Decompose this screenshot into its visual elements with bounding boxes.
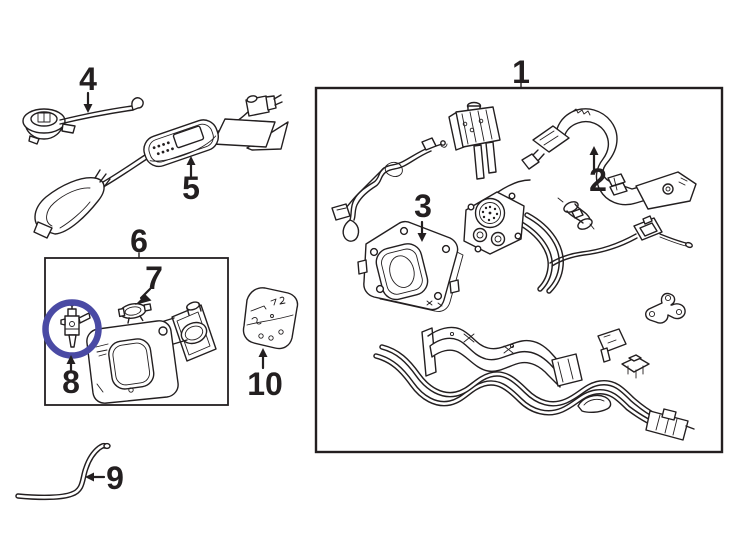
filler-pocket-part [86, 301, 217, 404]
release-cable-part [331, 137, 446, 242]
callout-4[interactable]: 4 [79, 61, 97, 97]
inlet-connector-part [463, 179, 564, 294]
group-1-frame [314, 86, 724, 454]
y-bracket-part [645, 292, 686, 324]
callout-5-arrow [186, 156, 196, 178]
callout-2[interactable]: 2 [589, 162, 607, 198]
pigtail-connector-part [549, 215, 693, 267]
cord-handle [33, 169, 111, 239]
latch-actuator-part-8 [60, 301, 91, 348]
clip-block-part [621, 354, 650, 379]
cord-tag-front [212, 118, 276, 148]
callout-7-arrow [135, 287, 152, 305]
callout-1[interactable]: 1 [512, 54, 530, 90]
group-box-1 [314, 81, 724, 454]
callout-7[interactable]: 7 [145, 260, 163, 296]
charge-port-housing-part-3 [357, 220, 464, 312]
callout-8-arrow [66, 355, 76, 374]
clip-part-7 [117, 303, 152, 324]
callout-3-arrow [417, 220, 427, 242]
cord-plug [245, 94, 283, 117]
callout-9-arrow [85, 472, 106, 482]
charge-actuator-part [440, 101, 501, 180]
bracket-part-2 [521, 108, 697, 210]
callout-3[interactable]: 3 [414, 188, 432, 224]
callout-5[interactable]: 5 [182, 170, 200, 206]
callout-10[interactable]: 10 [247, 366, 283, 402]
callout-10-arrow [258, 348, 268, 370]
hook-clip-part [577, 394, 612, 414]
callout-6[interactable]: 6 [130, 223, 148, 259]
indicator-leds [152, 141, 174, 156]
label-plate-part-10 [242, 287, 299, 350]
callout-9[interactable]: 9 [106, 460, 124, 496]
support-rail-part [421, 326, 583, 388]
vent-hose-part-9 [15, 442, 111, 501]
charge-cord-part-5 [33, 94, 289, 239]
harness-cables-part [373, 344, 695, 441]
cord-control-box [143, 119, 219, 168]
callout-4-arrow [83, 91, 93, 113]
slotted-bracket-part [597, 328, 627, 363]
callout-arrows [66, 91, 599, 482]
callout-2-arrow [589, 146, 599, 172]
callout-8[interactable]: 8 [62, 364, 80, 400]
cap-tether-part-4 [22, 97, 144, 145]
highlight-ring [42, 299, 102, 359]
harness-clip-part [557, 197, 595, 230]
inlet-pins [481, 205, 499, 222]
